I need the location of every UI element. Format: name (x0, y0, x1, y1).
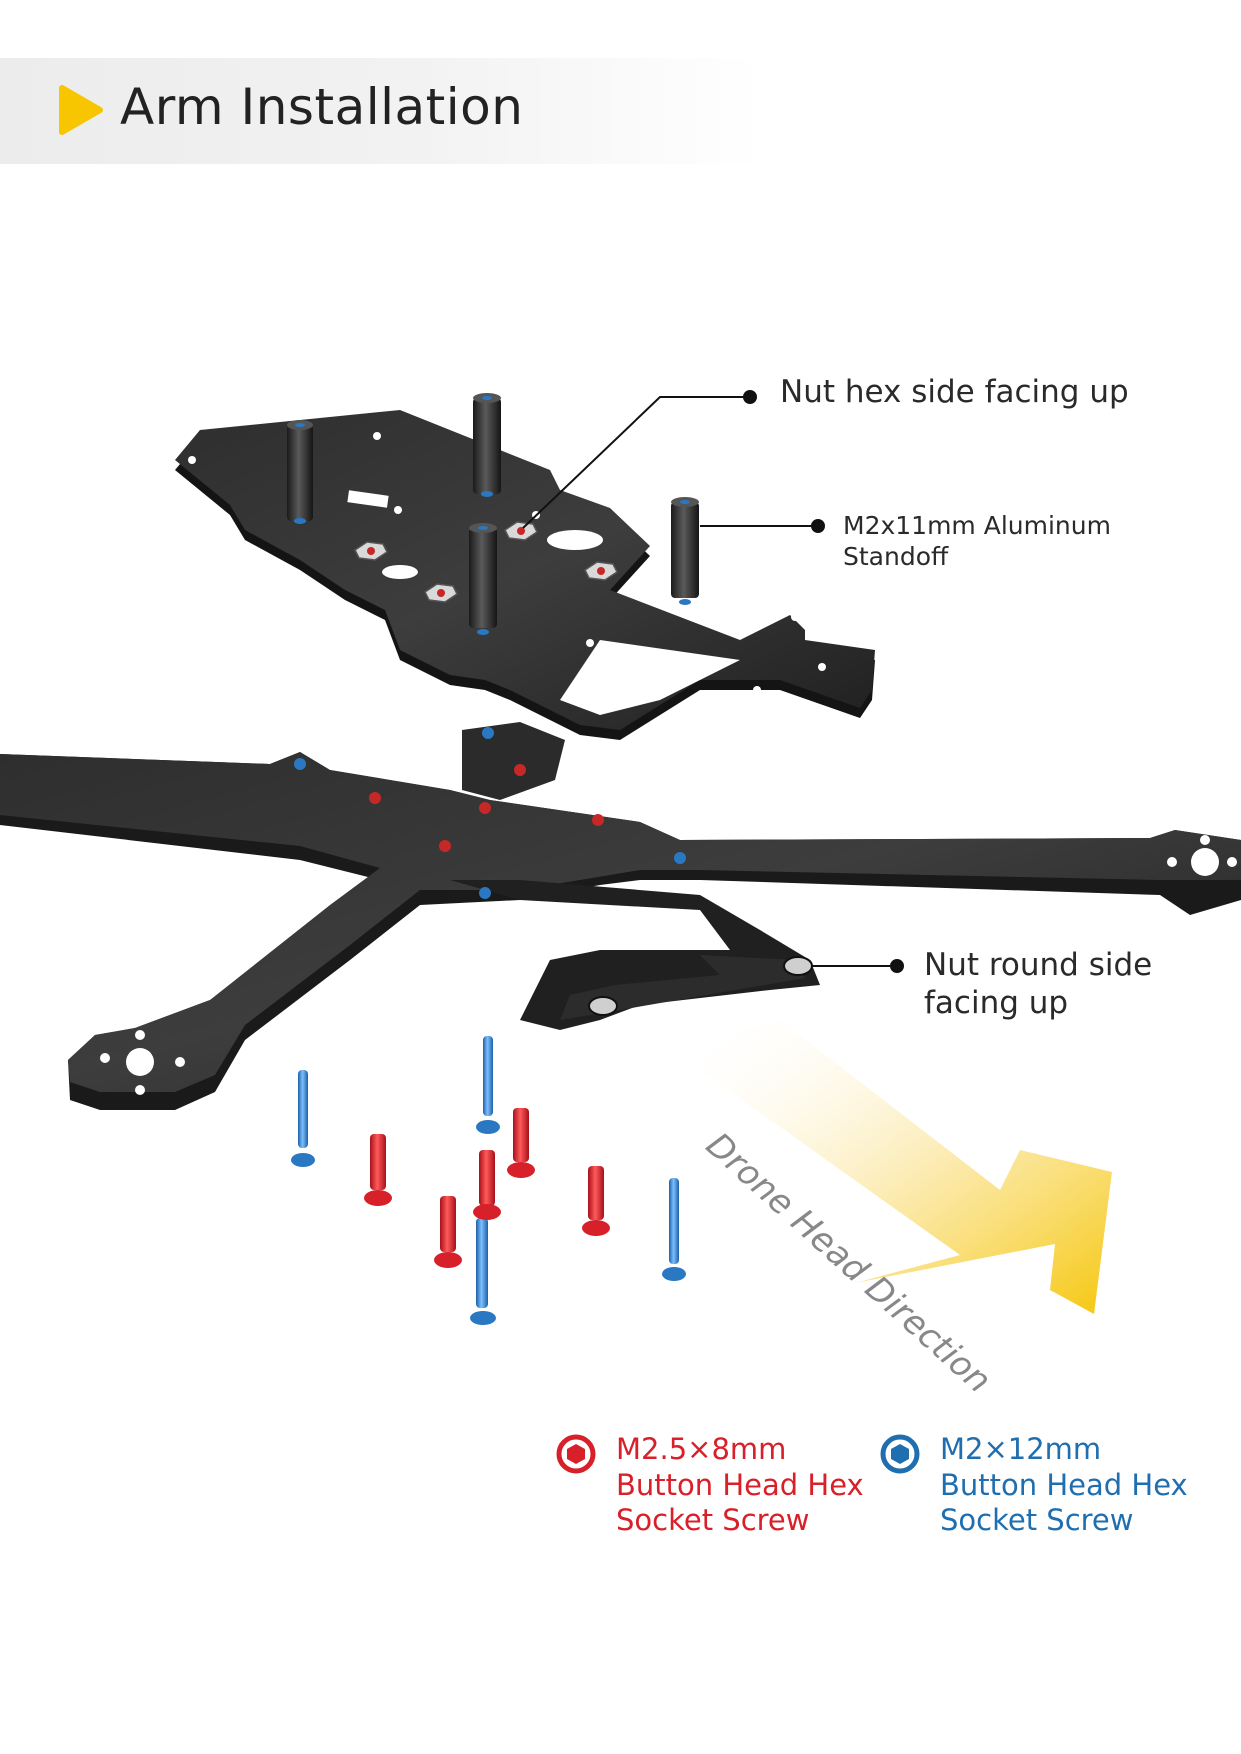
legend-blue-text: M2×12mm Button Head Hex Socket Screw (940, 1432, 1188, 1539)
red-screw (473, 1150, 501, 1220)
legend-red-type: Button Head Hex (616, 1467, 864, 1502)
standoff (287, 420, 313, 524)
legend-red-type2: Socket Screw (616, 1503, 810, 1538)
blue-screw (476, 1036, 500, 1134)
blue-screw (662, 1178, 686, 1281)
red-screw (582, 1166, 610, 1236)
red-screw (434, 1196, 462, 1268)
legend-blue-type2: Socket Screw (940, 1503, 1134, 1538)
arm-plate (0, 722, 1241, 1110)
standoff (473, 393, 501, 497)
hex-nut (354, 541, 388, 561)
legend-blue-size: M2×12mm (940, 1432, 1102, 1466)
callout-nut-round-side: Nut round side facing up (924, 947, 1184, 1023)
callout-standoff-line (700, 519, 825, 533)
callout-nut-hex-line (522, 390, 757, 529)
callout-nut-round-line2: facing up (924, 984, 1069, 1021)
top-plate (175, 410, 875, 740)
hex-socket-icon (880, 1434, 920, 1474)
legend-red-size: M2.5×8mm (616, 1432, 787, 1466)
standoff (671, 497, 699, 605)
callout-standoff-line1: M2x11mm Aluminum (843, 511, 1111, 540)
blue-screw (291, 1070, 315, 1167)
hex-socket-icon (556, 1434, 596, 1474)
hex-nut (504, 521, 538, 541)
callout-standoff-line2: Standoff (843, 541, 949, 571)
page-title: Arm Installation (120, 78, 524, 136)
hex-nut (584, 561, 618, 581)
standoff (469, 523, 497, 635)
callout-nut-round-line1: Nut round side (924, 947, 1153, 983)
blue-screw (470, 1218, 496, 1325)
hex-nut (424, 583, 458, 603)
legend-blue-type: Button Head Hex (940, 1467, 1188, 1502)
legend-red-text: M2.5×8mm Button Head Hex Socket Screw (616, 1432, 864, 1539)
direction-arrow (700, 1020, 1112, 1314)
red-screw (507, 1108, 535, 1178)
play-icon (59, 85, 103, 135)
callout-nut-round-line (812, 959, 904, 973)
callout-nut-hex-side: Nut hex side facing up (780, 374, 1129, 410)
red-screw (364, 1134, 392, 1206)
callout-standoff: M2x11mm Aluminum Standoff (843, 511, 1111, 572)
header-band (0, 58, 760, 164)
